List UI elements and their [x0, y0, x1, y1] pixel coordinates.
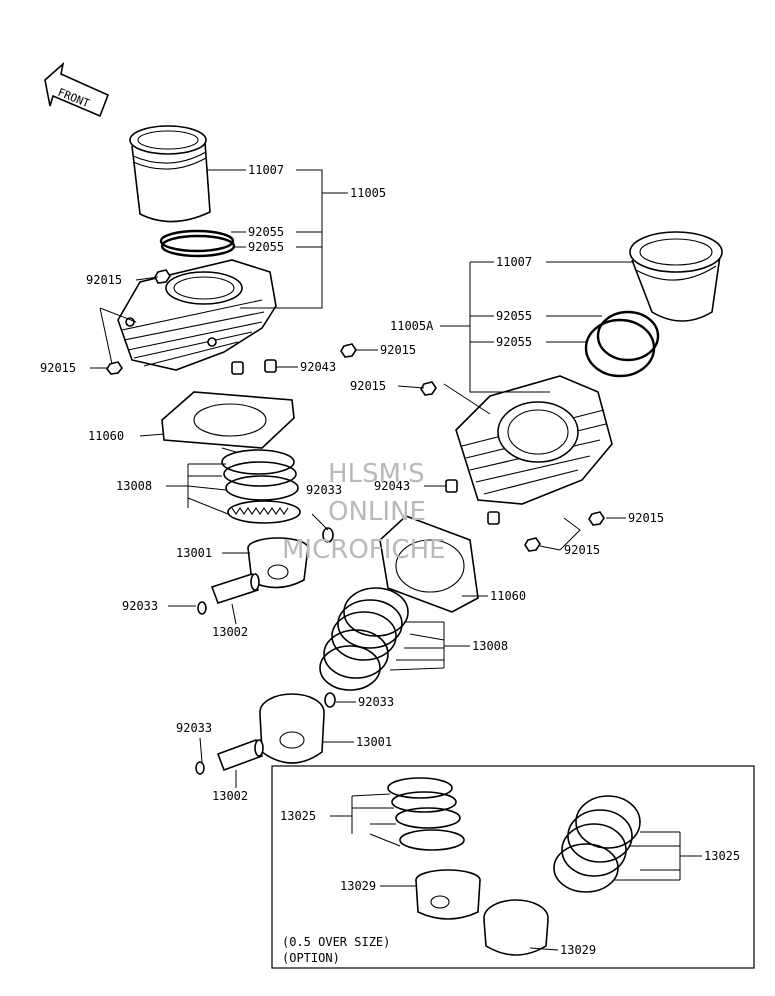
label-92033-b-right: 92033 [358, 695, 394, 709]
label-92015-b-left: 92015 [350, 379, 386, 393]
label-92055-a2: 92055 [248, 240, 284, 254]
label-92015-a-right: 92015 [380, 343, 416, 357]
label-11007-a: 11007 [248, 163, 284, 177]
option-piston-13029-right [483, 899, 549, 956]
label-11005-a: 11005 [350, 186, 386, 200]
cylinder-sleeve-b [629, 231, 723, 322]
option-label: (OPTION) [282, 951, 340, 965]
option-rings-13025-right [553, 795, 641, 893]
label-13002-a: 13002 [212, 625, 248, 639]
label-92033-a-mid: 92033 [306, 483, 342, 497]
label-92055-b1: 92055 [496, 309, 532, 323]
nut-92015-right-a [340, 343, 357, 358]
option-box [271, 765, 755, 969]
label-11060-a: 11060 [88, 429, 124, 443]
cylinder-block-b [455, 375, 613, 505]
nut-92015-left-a [106, 361, 123, 375]
front-arrow-icon: FRONT [44, 61, 110, 118]
piston-pin-13002-a [210, 573, 260, 604]
label-92015-b-r1: 92015 [628, 511, 664, 525]
o-ring-92055-b [584, 310, 660, 378]
label-92043-a: 92043 [300, 360, 336, 374]
cylinder-block-a [117, 259, 277, 371]
nut-92015-right-b [524, 511, 605, 552]
o-ring-92055-a [159, 229, 236, 258]
watermark-line2: ONLINE [328, 497, 426, 527]
option-piston-13029-left [415, 869, 481, 920]
dowel-92043-b [445, 479, 500, 525]
piston-pin-13002-b [216, 738, 264, 772]
label-92055-b2: 92055 [496, 335, 532, 349]
label-92015-a-left: 92015 [40, 361, 76, 375]
label-13008-b: 13008 [472, 639, 508, 653]
label-92033-b-left: 92033 [176, 721, 212, 735]
label-13008-a: 13008 [116, 479, 152, 493]
watermark: HLSM'S ONLINE MICROFICHE [282, 459, 446, 565]
piston-13001-b [259, 693, 325, 764]
circlip-92033-b [195, 692, 336, 775]
label-13025-option-right: 13025 [704, 849, 740, 863]
option-size-label: (0.5 OVER SIZE) [282, 935, 390, 949]
label-13029-option-right: 13029 [560, 943, 596, 957]
piston-rings-13008-b [319, 587, 409, 691]
label-13001-a: 13001 [176, 546, 212, 560]
watermark-line3: MICROFICHE [282, 535, 446, 565]
leader-lines [90, 169, 702, 951]
label-13002-b: 13002 [212, 789, 248, 803]
label-92043-b: 92043 [374, 479, 410, 493]
label-11007-b: 11007 [496, 255, 532, 269]
label-92015-a-top: 92015 [86, 273, 122, 287]
watermark-line1: HLSM'S [328, 459, 425, 489]
label-92015-b-r2: 92015 [564, 543, 600, 557]
gasket-11060-a [161, 391, 295, 449]
gasket-11060-b [379, 515, 479, 613]
piston-rings-13008-a [221, 449, 301, 524]
label-92055-a1: 92055 [248, 225, 284, 239]
nut-92015-left-b [420, 381, 437, 396]
label-11060-b: 11060 [490, 589, 526, 603]
cylinder-sleeve-a [129, 125, 211, 223]
label-13025-option-left: 13025 [280, 809, 316, 823]
label-13001-b: 13001 [356, 735, 392, 749]
option-rings-13025-left [387, 777, 465, 851]
label-92033-a-pin: 92033 [122, 599, 158, 613]
dowel-92043-a [231, 359, 277, 375]
circlip-92033-a [197, 527, 334, 615]
label-11005A-b: 11005A [390, 319, 434, 333]
label-13029-option-left: 13029 [340, 879, 376, 893]
